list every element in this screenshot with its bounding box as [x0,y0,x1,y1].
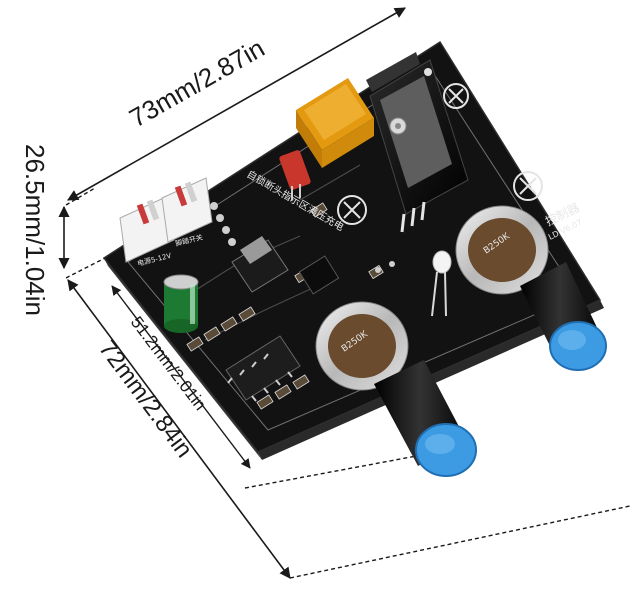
heatsink [366,52,469,233]
header-pins [210,202,395,375]
regulator-u1 [231,236,289,293]
height-label: 26.5mm/1.04in [20,144,50,316]
led [431,250,452,317]
logo-mark [337,83,543,225]
potentiometer-left: B250K [315,301,477,477]
red-capacitor [279,150,311,200]
width-label: 73mm/2.87in [124,33,269,134]
potentiometer-right: B250K [455,205,607,371]
ic-chip [225,335,301,402]
terminal-connectors [119,177,213,263]
electrolytic-capacitor [163,274,199,333]
smd-components [186,202,384,410]
relay [296,78,374,168]
inductor [298,255,340,295]
